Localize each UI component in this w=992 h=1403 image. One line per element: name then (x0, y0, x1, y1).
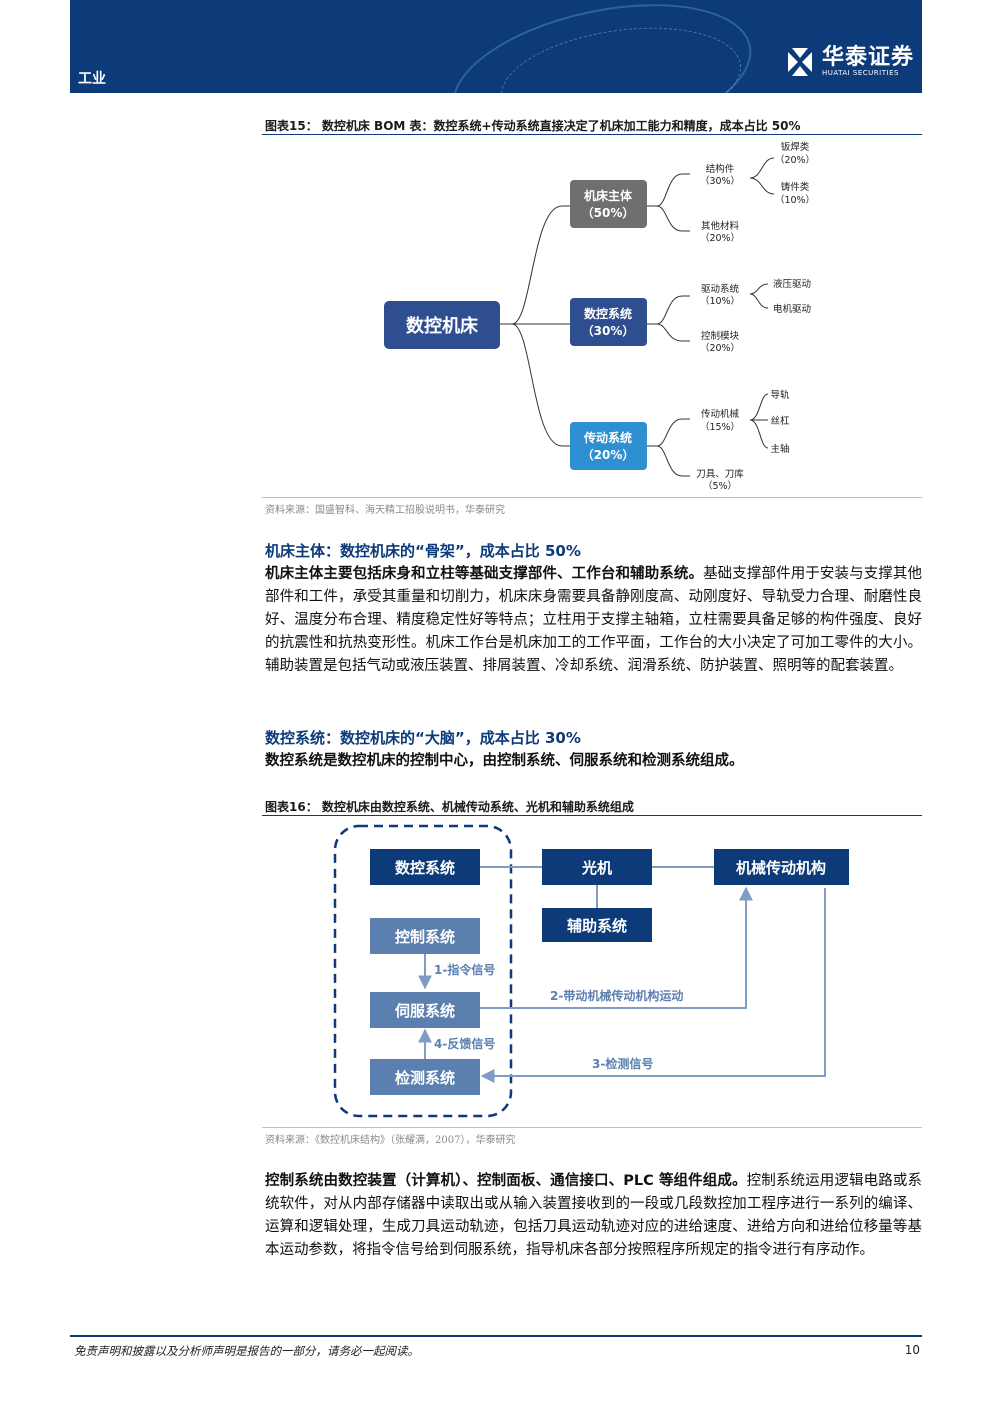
leaf-label: 传动机械 (701, 408, 740, 420)
box-label: 数控系统 (395, 859, 455, 877)
figure16-diagram: 数控系统 光机 机械传动机构 辅助系统 控制系统 伺服系统 检测系统 1-指令信… (262, 818, 922, 1128)
node-cnc-system (570, 298, 647, 346)
section3-paragraph: 控制系统由数控装置（计算机）、控制面板、通信接口、PLC 等组件组成。控制系统运… (265, 1170, 922, 1262)
figure16-title: 图表16： 数控机床由数控系统、机械传动系统、光机和辅助系统组成 (265, 800, 634, 814)
section1-paragraph: 机床主体主要包括床身和立柱等基础支撑部件、工作台和辅助系统。基础支撑部件用于安装… (265, 563, 922, 678)
section-label: 工业 (78, 71, 106, 87)
leaf-label: 驱动系统 (701, 283, 740, 295)
logo-text: 华泰证券 (821, 45, 914, 70)
leaf-label: 刀具、刀库 (696, 468, 744, 480)
box-control-system (370, 918, 480, 954)
footer-rule (70, 1335, 922, 1337)
leaf-label: 丝杠 (770, 415, 790, 427)
arrow-label: 3-检测信号 (592, 1056, 653, 1071)
leaf-pct: （20%） (700, 342, 740, 354)
section3-body: 控制系统运用逻辑电路或系统软件，对从内部存储器中读取出或从输入装置接收到的一段或… (265, 1173, 922, 1258)
leaf-label: 其他材料 (701, 220, 740, 232)
leaf-label: 结构件 (706, 163, 735, 175)
box-servo-system (370, 992, 480, 1028)
header-banner: 工业 华泰证券 HUATAI SECURITIES (70, 0, 922, 93)
box-label: 机械传动机构 (736, 859, 826, 877)
node-pct: （20%） (582, 447, 635, 462)
footer-disclaimer: 免责声明和披露以及分析师声明是报告的一部分，请务必一起阅读。 (74, 1344, 419, 1358)
figure15-bottom-rule (262, 497, 922, 498)
leaf-label: 钣焊类 (781, 141, 810, 153)
leaf-label: 主轴 (770, 443, 789, 455)
leaf-pct: （10%） (700, 295, 740, 307)
page-number: 10 (904, 1343, 920, 1357)
box-label: 控制系统 (395, 928, 455, 946)
section3-lead: 控制系统由数控装置（计算机）、控制面板、通信接口、PLC 等组件组成。 (265, 1173, 747, 1189)
node-label: 机床主体 (584, 188, 633, 203)
root-node-label: 数控机床 (406, 315, 479, 337)
node-machine-body (570, 180, 647, 228)
leaf-label: 铸件类 (781, 181, 810, 193)
section1-body: 基础支撑部件用于安装与支撑其他部件和工件，承受其重量和切削力，机床床身需要具备静… (265, 566, 923, 674)
brand-logo: 华泰证券 HUATAI SECURITIES (784, 46, 914, 78)
leaf-pct: （5%） (703, 480, 737, 492)
arrow-label: 4-反馈信号 (434, 1036, 495, 1051)
box-auxiliary-system (542, 908, 652, 942)
section2-heading: 数控系统：数控机床的“大脑”，成本占比 30% (265, 729, 581, 747)
box-label: 检测系统 (395, 1069, 455, 1087)
box-detection-system (370, 1059, 480, 1095)
arrow-label: 2-带动机械传动机构运动 (550, 988, 683, 1003)
figure15-source: 资料来源：国盛智科、海天精工招股说明书，华泰研究 (265, 505, 505, 516)
figure16-source: 资料来源：《数控机床结构》（张耀满，2007），华泰研究 (265, 1135, 516, 1146)
section1-lead: 机床主体主要包括床身和立柱等基础支撑部件、工作台和辅助系统。 (265, 566, 704, 582)
node-label: 数控系统 (584, 306, 632, 321)
leaf-label: 电机驱动 (773, 303, 811, 315)
box-mechanical-transmission (714, 849, 849, 885)
node-transmission-system (570, 422, 647, 470)
leaf-label: 导轨 (770, 389, 790, 401)
logo-subtext: HUATAI SECURITIES (821, 69, 899, 77)
cnc-group-outline (333, 824, 513, 1118)
leaf-label: 控制模块 (701, 330, 740, 342)
section2-paragraph: 数控系统是数控机床的控制中心，由控制系统、伺服系统和检测系统组成。 (265, 750, 922, 773)
figure15-title: 图表15： 数控机床 BOM 表：数控系统+传动系统直接决定了机床加工能力和精度… (265, 119, 801, 133)
node-pct: （50%） (582, 205, 635, 220)
leaf-label: 液压驱动 (773, 278, 811, 290)
root-node (384, 301, 500, 349)
leaf-pct: （20%） (775, 154, 815, 166)
figure15-top-rule (262, 134, 922, 135)
box-label: 辅助系统 (567, 917, 627, 935)
box-label: 光机 (581, 859, 612, 877)
logo-icon (784, 46, 816, 78)
section1-heading: 机床主体：数控机床的“骨架”，成本占比 50% (265, 542, 581, 560)
leaf-pct: （10%） (775, 194, 815, 206)
section2-lead: 数控系统是数控机床的控制中心，由控制系统、伺服系统和检测系统组成。 (265, 753, 744, 769)
box-cnc-system (370, 849, 480, 885)
figure15-diagram: 数控机床 机床主体 （50%） 数控系统 （30%） 传动系统 （20%） 结构… (262, 136, 922, 500)
node-label: 传动系统 (583, 430, 632, 445)
figure16-bottom-rule (262, 1127, 922, 1128)
arrow-label: 1-指令信号 (434, 962, 495, 977)
box-label: 伺服系统 (394, 1002, 455, 1020)
leaf-pct: （15%） (700, 421, 740, 433)
figure16-top-rule (262, 815, 922, 816)
leaf-pct: （20%） (700, 232, 740, 244)
box-optical-machine (542, 849, 652, 885)
leaf-pct: （30%） (700, 175, 740, 187)
node-pct: （30%） (582, 323, 635, 338)
